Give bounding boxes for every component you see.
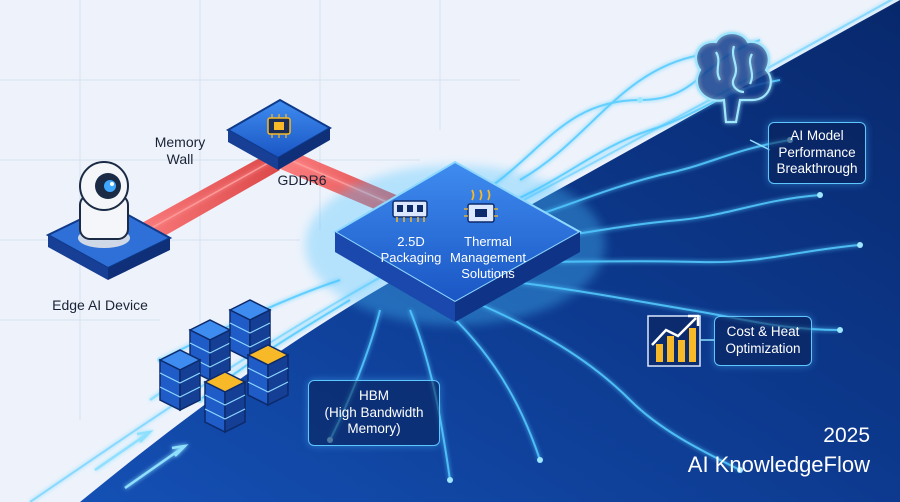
- brain-icon: [694, 31, 772, 124]
- cost-heat-callout: Cost & Heat Optimization: [714, 316, 812, 366]
- gddr6-label: GDDR6: [277, 172, 327, 188]
- gddr6-chip: [225, 98, 333, 170]
- server-stack-icon: [158, 299, 290, 434]
- edge-ai-device-label: Edge AI Device: [52, 297, 148, 313]
- ram-module-icon: [392, 200, 428, 222]
- brand-year: 2025: [823, 424, 870, 447]
- callout-connectors: [700, 139, 771, 341]
- hbm-callout: HBM (High Bandwidth Memory): [308, 380, 440, 446]
- heatsink-chip-icon: [464, 189, 498, 223]
- memory-wall-label: Memory Wall: [154, 134, 206, 168]
- rising-chart-icon: [647, 314, 701, 367]
- camera-icon: [78, 161, 130, 248]
- edge-ai-device: [45, 161, 173, 280]
- central-processor-package: [305, 160, 605, 325]
- brand-name: AI KnowledgeFlow: [687, 452, 870, 477]
- packaging-label: 2.5D Packaging: [380, 234, 442, 265]
- ai-model-callout: AI Model Performance Breakthrough: [768, 122, 866, 184]
- chip-icon: [267, 114, 291, 138]
- thermal-solutions-label: Thermal Management Solutions: [450, 234, 526, 281]
